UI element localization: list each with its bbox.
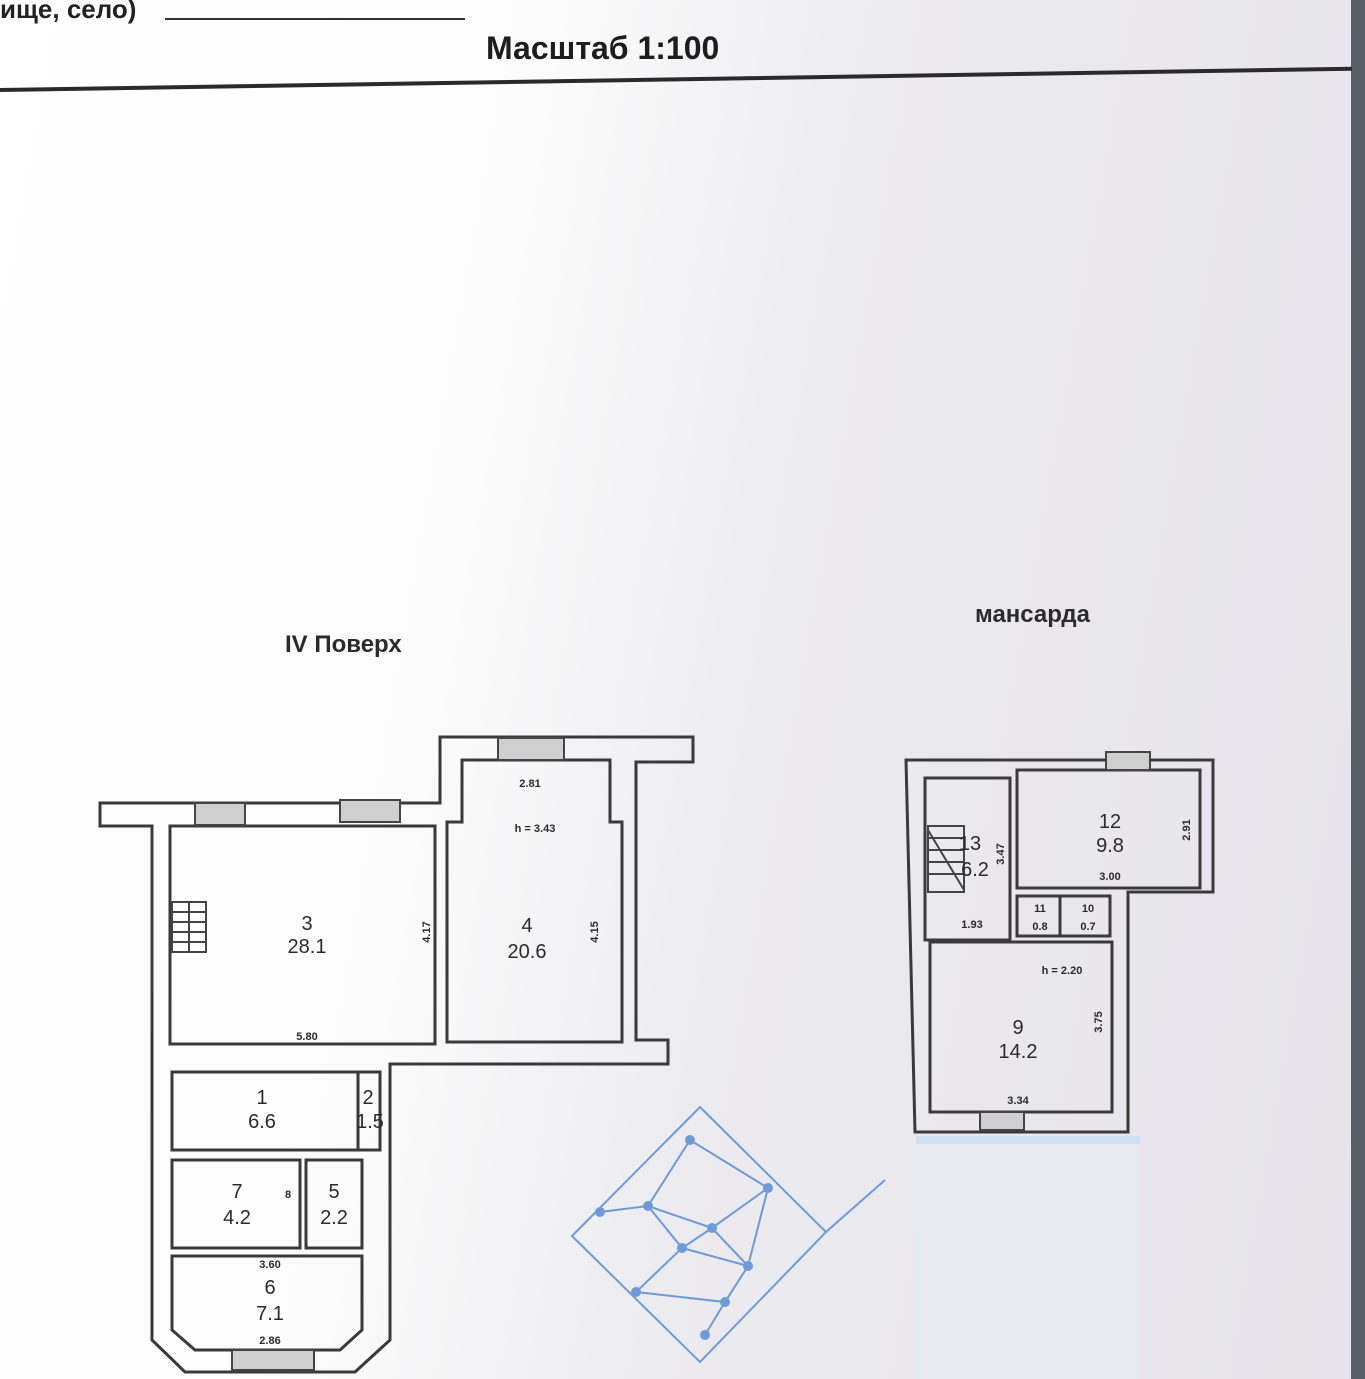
dimension: 4.17 bbox=[421, 921, 433, 942]
blurred-region-edge bbox=[916, 1136, 1140, 1144]
room-number: 6 bbox=[264, 1277, 275, 1299]
room-area: 9.8 bbox=[1096, 835, 1124, 857]
room-area: 20.6 bbox=[508, 941, 547, 963]
dimension: 3.47 bbox=[995, 843, 1007, 864]
room-area: 2.2 bbox=[320, 1207, 348, 1229]
photo-edge bbox=[1351, 0, 1365, 1379]
dimension: 3.75 bbox=[1093, 1011, 1105, 1032]
watermark-logo-icon bbox=[570, 1105, 886, 1364]
window bbox=[339, 799, 401, 823]
window bbox=[231, 1349, 315, 1371]
dimension: 1.93 bbox=[961, 919, 982, 931]
room-area: 28.1 bbox=[288, 936, 327, 958]
ceiling-height: h = 3.43 bbox=[515, 823, 556, 835]
room-number: 11 bbox=[1034, 903, 1046, 915]
room-number: 13 bbox=[959, 833, 981, 855]
room-number: 12 bbox=[1099, 811, 1121, 833]
room-number: 9 bbox=[1012, 1017, 1023, 1039]
attic-plan bbox=[904, 751, 1215, 1134]
room-number: 10 bbox=[1082, 903, 1094, 915]
dimension: 2.81 bbox=[519, 778, 540, 790]
dimension: 3.60 bbox=[259, 1259, 280, 1271]
window bbox=[1105, 751, 1151, 771]
room-area: 6.2 bbox=[961, 859, 989, 881]
scale-label: Масштаб 1:100 bbox=[486, 30, 720, 66]
room-number: 4 bbox=[521, 915, 532, 937]
room-number: 2 bbox=[362, 1087, 373, 1109]
blurred-region bbox=[916, 1136, 1140, 1379]
ceiling-height: h = 2.20 bbox=[1042, 965, 1083, 977]
floor4-plan bbox=[98, 735, 695, 1374]
header-underline bbox=[165, 18, 465, 20]
room-area: 1.5 bbox=[356, 1111, 384, 1133]
floor4-title: IV Поверх bbox=[285, 631, 402, 658]
header-location-fragment: ище, село) bbox=[0, 0, 137, 24]
room-area: 14.2 bbox=[999, 1041, 1038, 1063]
stairs-icon bbox=[171, 901, 207, 953]
dimension: 2.86 bbox=[259, 1335, 280, 1347]
room-number: 3 bbox=[301, 913, 312, 935]
stairs-icon bbox=[927, 825, 965, 893]
window bbox=[497, 737, 565, 761]
dimension: 3.00 bbox=[1099, 871, 1120, 883]
room-number: 1 bbox=[256, 1087, 267, 1109]
room-area: 4.2 bbox=[223, 1207, 251, 1229]
attic-title: мансарда bbox=[975, 601, 1091, 628]
dimension: 3.34 bbox=[1007, 1095, 1029, 1107]
dimension: 5.80 bbox=[296, 1031, 317, 1043]
room-area: 0.7 bbox=[1080, 921, 1095, 933]
room-area: 0.8 bbox=[1032, 921, 1047, 933]
dimension: 4.15 bbox=[589, 921, 601, 942]
room-area: 7.1 bbox=[256, 1303, 284, 1325]
dimension: 2.91 bbox=[1181, 819, 1193, 840]
room-number: 5 bbox=[328, 1181, 339, 1203]
window bbox=[194, 802, 246, 826]
dimension: 8 bbox=[285, 1189, 291, 1201]
window bbox=[979, 1111, 1025, 1131]
room-number: 7 bbox=[231, 1181, 242, 1203]
room-area: 6.6 bbox=[248, 1111, 276, 1133]
